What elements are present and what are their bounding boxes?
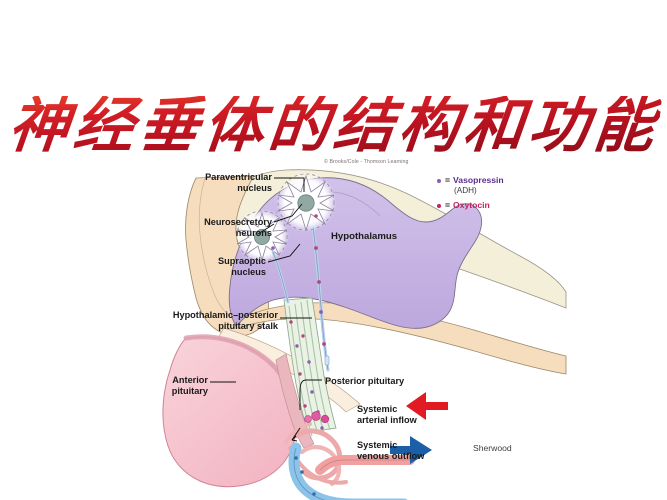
legend-item-oxytocin: = Oxytocin <box>437 200 567 210</box>
label-supraoptic-nucleus: Supraoptic nucleus <box>218 256 266 278</box>
neuron-nucleus <box>297 194 315 212</box>
leader-neurosecretory-lower <box>257 223 275 235</box>
arterial-inflow-arrow <box>406 392 448 420</box>
venous-outflow-arrow <box>390 436 432 464</box>
anatomy-diagram <box>162 169 567 500</box>
legend-equals-sign: = <box>445 175 451 185</box>
label-neurosecretory-neurons: Neurosecretory neurons <box>204 217 272 239</box>
leader-posterior-pituitary <box>299 379 322 410</box>
leader-supraoptic <box>267 243 301 263</box>
label-systemic-venous-outflow: Systemic venous outflow <box>357 440 425 462</box>
supraoptic-neuron <box>235 209 290 304</box>
posterior-pituitary-capillary-bed <box>284 411 415 500</box>
tissue-inner-line <box>198 175 231 317</box>
attribution-text: Sherwood <box>473 443 512 453</box>
label-hypothalamic-posterior-pituitary-stalk: Hypothalamic–posterior pituitary stalk <box>172 310 278 332</box>
copyright-credit: © Brooks/Cole - Thomson Learning <box>324 159 409 165</box>
legend-label-vasopressin: Vasopressin <box>453 175 504 185</box>
label-hypothalamus: Hypothalamus <box>331 231 398 242</box>
oxytocin-dot-icon <box>437 204 441 209</box>
vein-outline <box>293 447 326 500</box>
paraventricular-axon <box>311 224 330 372</box>
legend-label-oxytocin: Oxytocin <box>453 200 490 211</box>
vein-granules <box>294 456 316 496</box>
legend-sublabel-adh: (ADH) <box>454 186 477 196</box>
label-anterior-pituitary: Anterior pituitary <box>171 375 208 397</box>
artery-outline <box>319 459 410 471</box>
leader-neurosecretory-upper <box>273 203 303 223</box>
label-posterior-pituitary: Posterior pituitary <box>325 376 405 386</box>
label-systemic-arterial-inflow: Systemic arterial inflow <box>357 404 417 426</box>
label-paraventricular-nucleus: Paraventricular nucleus <box>205 172 272 194</box>
capillary-loop-4 <box>284 422 312 444</box>
neuron-nucleus <box>253 229 270 246</box>
legend: = Vasopressin (ADH) = Oxytocin <box>437 175 567 213</box>
legend-equals-sign: = <box>445 200 451 211</box>
slide-title-area: 神经垂体的结构和功能 <box>0 86 667 166</box>
page-title: 神经垂体的结构和功能 <box>4 91 663 161</box>
leader-lines <box>210 177 322 410</box>
vasopressin-dot-icon <box>437 179 441 183</box>
leader-paraventricular <box>274 177 305 192</box>
axon-terminals <box>304 411 330 424</box>
capillary-loop-2 <box>299 445 342 487</box>
legend-item-vasopressin: = Vasopressin <box>437 175 567 185</box>
